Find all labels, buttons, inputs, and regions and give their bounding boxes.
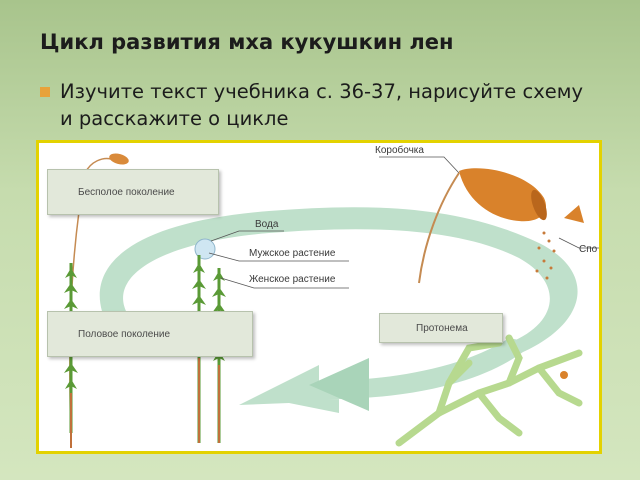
protonema-filaments <box>395 334 583 447</box>
cycle-arrow <box>99 207 578 413</box>
sexual-generation-label: Половое поколение <box>78 328 171 340</box>
male-plant-label: Мужское растение <box>249 248 336 259</box>
water-label: Вода <box>255 219 279 230</box>
cycle-arrowhead <box>309 358 369 411</box>
bullet-item: Изучите текст учебника с. 36-37, нарисуй… <box>40 78 600 132</box>
spores-label: Спо <box>579 244 598 255</box>
bullet-square-icon <box>40 87 50 97</box>
protonema-label: Протонема <box>416 322 468 334</box>
slide-title: Цикл развития мха кукушкин лен <box>40 30 454 54</box>
water-drop <box>194 238 216 260</box>
asexual-generation-label: Бесполое поколение <box>78 186 175 198</box>
cycle-arrow-bottom-band <box>239 338 534 413</box>
young-bud <box>560 371 568 379</box>
label-leaders <box>208 156 599 289</box>
spore-capsule <box>418 168 584 284</box>
asexual-generation-box: Бесполое поколение <box>47 169 219 215</box>
sexual-generation-box: Половое поколение <box>47 311 253 357</box>
moss-life-cycle-diagram: Бесполое поколение Половое поколение Про… <box>36 140 602 454</box>
protonema-box: Протонема <box>379 313 503 343</box>
capsule-label: Коробочка <box>375 145 424 156</box>
female-plant-label: Женское растение <box>249 274 336 285</box>
bullet-text: Изучите текст учебника с. 36-37, нарисуй… <box>60 80 584 130</box>
